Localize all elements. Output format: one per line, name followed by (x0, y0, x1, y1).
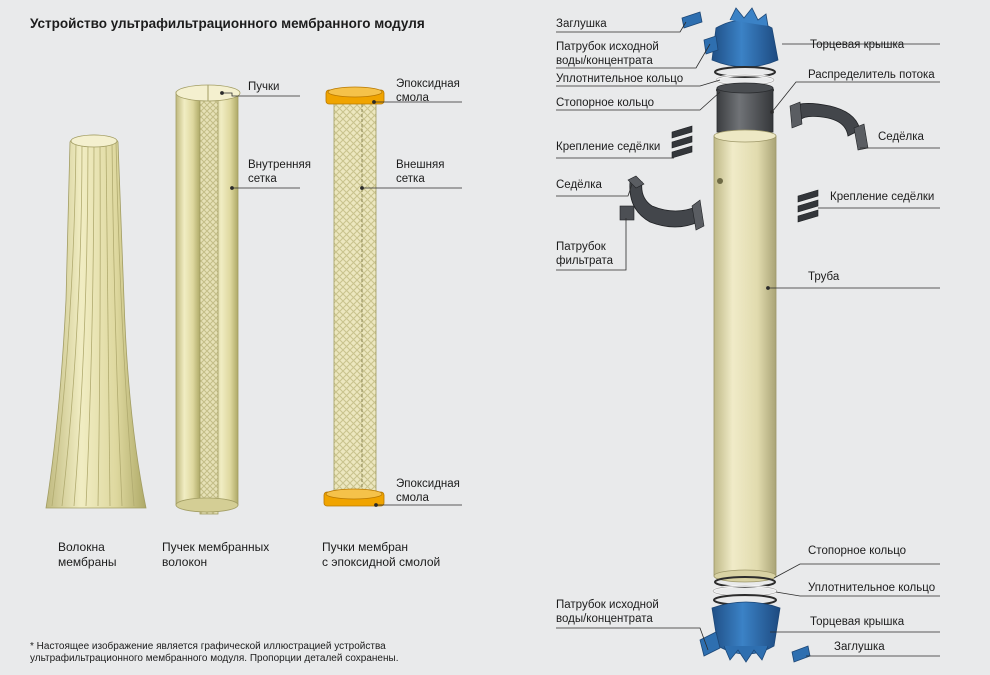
label-bundles: Пучки (248, 81, 280, 93)
label-saddle-left: Седёлка (556, 179, 602, 191)
label-seal-ring-bottom: Уплотнительное кольцо (808, 582, 936, 594)
label-end-cap-top: Торцевая крышка (810, 39, 905, 51)
caption-potted: Пучки мембран с эпоксидной смолой (322, 540, 441, 569)
footnote: * Настоящее изображение является графиче… (30, 641, 399, 664)
fiber-bundle (175, 84, 241, 515)
right-leader-lines (556, 21, 940, 657)
label-retaining-ring-top: Стопорное кольцо (556, 97, 655, 109)
potted-bundle (323, 86, 385, 507)
label-saddle-right: Седёлка (878, 131, 924, 143)
label-tube: Труба (808, 271, 840, 283)
diagram-title: Устройство ультрафильтрационного мембран… (30, 16, 425, 31)
module-assembly (619, 7, 869, 663)
label-seal-ring-top: Уплотнительное кольцо (556, 73, 684, 85)
label-feed-port-top: Патрубок исходной воды/концентрата (556, 41, 659, 67)
label-retaining-ring-bottom: Стопорное кольцо (808, 545, 907, 557)
caption-fibers: Волокна мембраны (58, 540, 117, 569)
label-plug-top: Заглушка (556, 18, 607, 30)
left-leader-lines (220, 91, 462, 507)
label-epoxy-bottom: Эпоксидная смола (396, 478, 460, 504)
label-saddle-clip-right: Крепление седёлки (830, 191, 935, 203)
label-feed-port-bottom: Патрубок исходной воды/концентрата (556, 599, 659, 625)
label-flow-distributor: Распределитель потока (808, 69, 935, 81)
label-inner-mesh: Внутренняя сетка (248, 159, 311, 185)
label-end-cap-bottom: Торцевая крышка (810, 616, 905, 628)
label-saddle-clip-left: Крепление седёлки (556, 141, 661, 153)
label-outer-mesh: Внешняя сетка (396, 159, 445, 185)
label-epoxy-top: Эпоксидная смола (396, 78, 460, 104)
caption-bundle: Пучек мембранных волокон (162, 540, 270, 569)
membrane-fibers (45, 134, 147, 509)
label-permeate-port: Патрубок фильтрата (556, 241, 614, 267)
label-plug-bottom: Заглушка (834, 641, 885, 653)
